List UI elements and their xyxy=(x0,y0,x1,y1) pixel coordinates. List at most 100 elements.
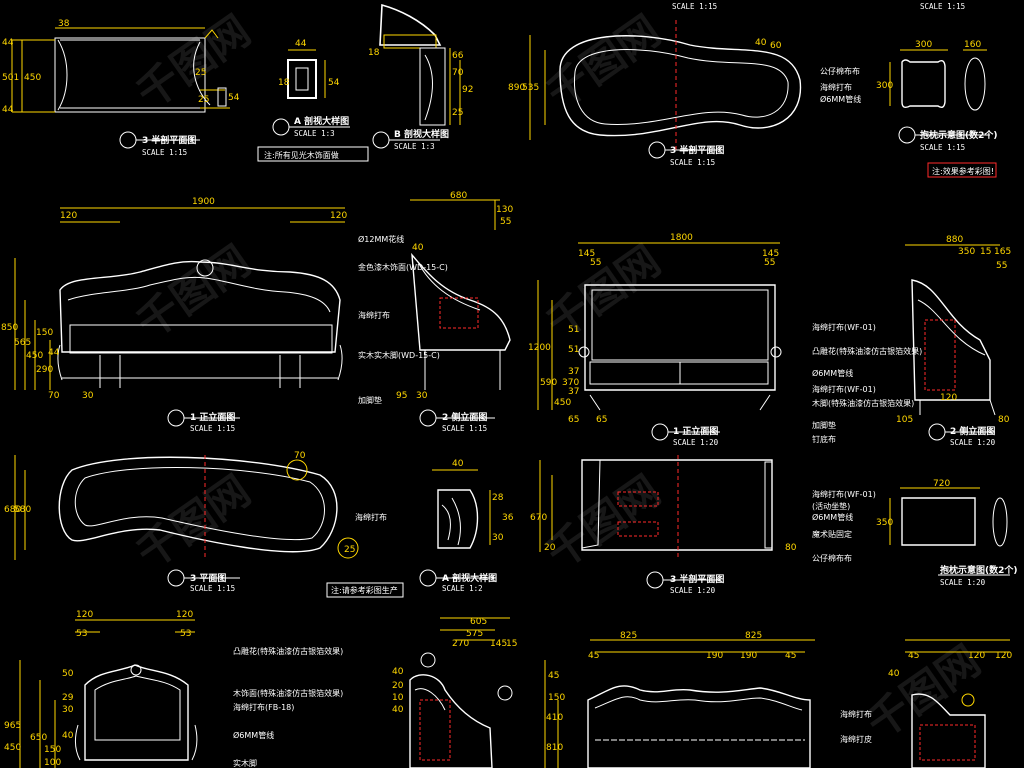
drawing-title: 3 平面图 xyxy=(190,573,226,584)
dimension-label: 350 xyxy=(876,518,893,528)
dimension-label: 60 xyxy=(770,41,782,51)
dimension-label: 535 xyxy=(522,83,539,93)
dimension-label: 40 xyxy=(392,667,404,677)
drawing-scale: SCALE 1:15 xyxy=(920,2,965,11)
dimension-label: 65 xyxy=(596,415,607,425)
dimension-label: 80 xyxy=(998,415,1010,425)
section-detail-a-drawing xyxy=(272,49,350,136)
dimension-label: 53 xyxy=(180,629,191,639)
dimension-label: 55 xyxy=(590,258,601,268)
dimension-label: 29 xyxy=(62,693,74,703)
dimension-label: 95 xyxy=(396,391,407,401)
dimension-label: 105 xyxy=(896,415,913,425)
drawing-scale: SCALE 1:15 xyxy=(670,158,715,167)
ornament-section-detail-drawing xyxy=(419,469,495,587)
drawing-title: 抱枕示意图(数2个) xyxy=(920,129,998,141)
dimension-label: 350 xyxy=(958,247,975,257)
dimension-label: 650 xyxy=(30,733,47,743)
dimension-label: 38 xyxy=(58,19,70,29)
drawing-title: A 剖视大样图 xyxy=(442,572,497,584)
dimension-label: 680 xyxy=(4,505,21,515)
callout-label: 金色漆木饰面(WD-15-C) xyxy=(358,262,448,272)
dimension-label: 850 xyxy=(1,323,18,333)
callout-label: Ø6MM管线 xyxy=(812,368,853,378)
note-box-red xyxy=(927,162,997,178)
dimension-label: 120 xyxy=(60,211,77,221)
dimension-label: 30 xyxy=(82,391,94,401)
callout-label: 加脚垫 xyxy=(812,420,836,430)
dimension-label: 40 xyxy=(755,38,767,48)
dimension-label: 45 xyxy=(785,651,796,661)
dimension-label: 70 xyxy=(48,391,60,401)
dimension-label: 810 xyxy=(546,743,563,753)
callout-label: 凸雕花(特殊油漆仿古银箔效果) xyxy=(812,346,922,356)
armchair-side-elevation-drawing xyxy=(409,617,513,768)
drawing-scale: SCALE 1:15 xyxy=(190,424,235,433)
drawing-title: 1 正立面图 xyxy=(190,411,235,423)
dimension-label: 580 xyxy=(14,505,31,515)
dimension-label: 30 xyxy=(492,533,504,543)
callout-label: 海绵打布(FB-18) xyxy=(233,702,294,712)
section-detail-b-drawing xyxy=(372,3,461,149)
drawing-title: 3 半剖平面图 xyxy=(670,144,724,156)
dimension-label: 50 xyxy=(62,669,74,679)
dimension-label: 165 xyxy=(994,247,1011,257)
dimension-label: 300 xyxy=(876,81,893,91)
callout-label: 海绵打布 xyxy=(355,512,387,522)
callout-label: Ø6MM管线 xyxy=(820,94,861,104)
dimension-label: 1200 xyxy=(528,343,551,353)
armchair-front-elevation-drawing xyxy=(19,619,198,768)
drawing-scale: SCALE 1:3 xyxy=(294,129,335,138)
dimension-label: 51 xyxy=(568,345,579,355)
dimension-label: 80 xyxy=(785,543,797,553)
sofa-front-elevation-drawing xyxy=(14,207,345,427)
dimension-label: 450 xyxy=(24,73,41,83)
dimension-label: 100 xyxy=(44,758,61,768)
watermark-text: 千图网 xyxy=(538,236,669,348)
dimension-label: 30 xyxy=(62,705,74,715)
note-text: 注:所有见光木饰面做 xyxy=(264,150,339,160)
dimension-label: 54 xyxy=(328,78,340,88)
dimension-label: 20 xyxy=(544,543,556,553)
watermark-text: 千图网 xyxy=(128,466,259,578)
drawing-title: B 剖视大样图 xyxy=(394,128,449,140)
dimension-label: 40 xyxy=(392,705,404,715)
dimension-label: 450 xyxy=(26,351,43,361)
dimension-label: 825 xyxy=(620,631,637,641)
dimension-label: 120 xyxy=(995,651,1012,661)
dimension-label: 680 xyxy=(450,191,467,201)
callout-label: Ø12MM花线 xyxy=(358,234,404,244)
callout-label: 凸雕花(特殊油漆仿古银箔效果) xyxy=(233,646,343,656)
drawing-scale: SCALE 1:15 xyxy=(920,143,965,152)
dimension-label: 120 xyxy=(176,610,193,620)
bench-side-elevation-drawing xyxy=(905,639,1010,768)
dimension-label: 44 xyxy=(48,348,60,358)
drawing-scale: SCALE 1:15 xyxy=(190,584,235,593)
callout-label: 海绵打布 xyxy=(358,310,390,320)
dimension-label: 55 xyxy=(500,217,511,227)
drawing-scale: SCALE 1:20 xyxy=(670,586,716,595)
dimension-label: 51 xyxy=(568,325,579,335)
dimension-label: 825 xyxy=(745,631,762,641)
half-section-kidney-plan-drawing xyxy=(529,20,802,159)
drawing-scale: SCALE 1:20 xyxy=(950,438,996,447)
wingback-sofa-front-elevation-drawing xyxy=(537,242,782,441)
chaise-plan-drawing xyxy=(14,455,359,587)
dimension-label: 92 xyxy=(462,85,473,95)
dimension-label: 40 xyxy=(888,669,900,679)
dimension-label: 300 xyxy=(915,40,932,50)
dimension-label: 120 xyxy=(330,211,347,221)
drawing-scale: SCALE 1:15 xyxy=(672,2,717,11)
dimension-label: 145 xyxy=(762,249,779,259)
dimension-label: 720 xyxy=(933,479,950,489)
bench-front-elevation-drawing xyxy=(544,639,815,768)
drawing-scale: SCALE 1:15 xyxy=(442,424,487,433)
dimension-label: 70 xyxy=(452,68,464,78)
dimension-label: 120 xyxy=(968,651,985,661)
note-text: 注:效果参考彩图! xyxy=(932,166,994,176)
dimension-label: 150 xyxy=(548,693,565,703)
dimension-label: 37 xyxy=(568,387,579,397)
callout-label: 海绵打布(WF-01) xyxy=(812,384,876,394)
callout-label: Ø6MM管线 xyxy=(233,730,274,740)
